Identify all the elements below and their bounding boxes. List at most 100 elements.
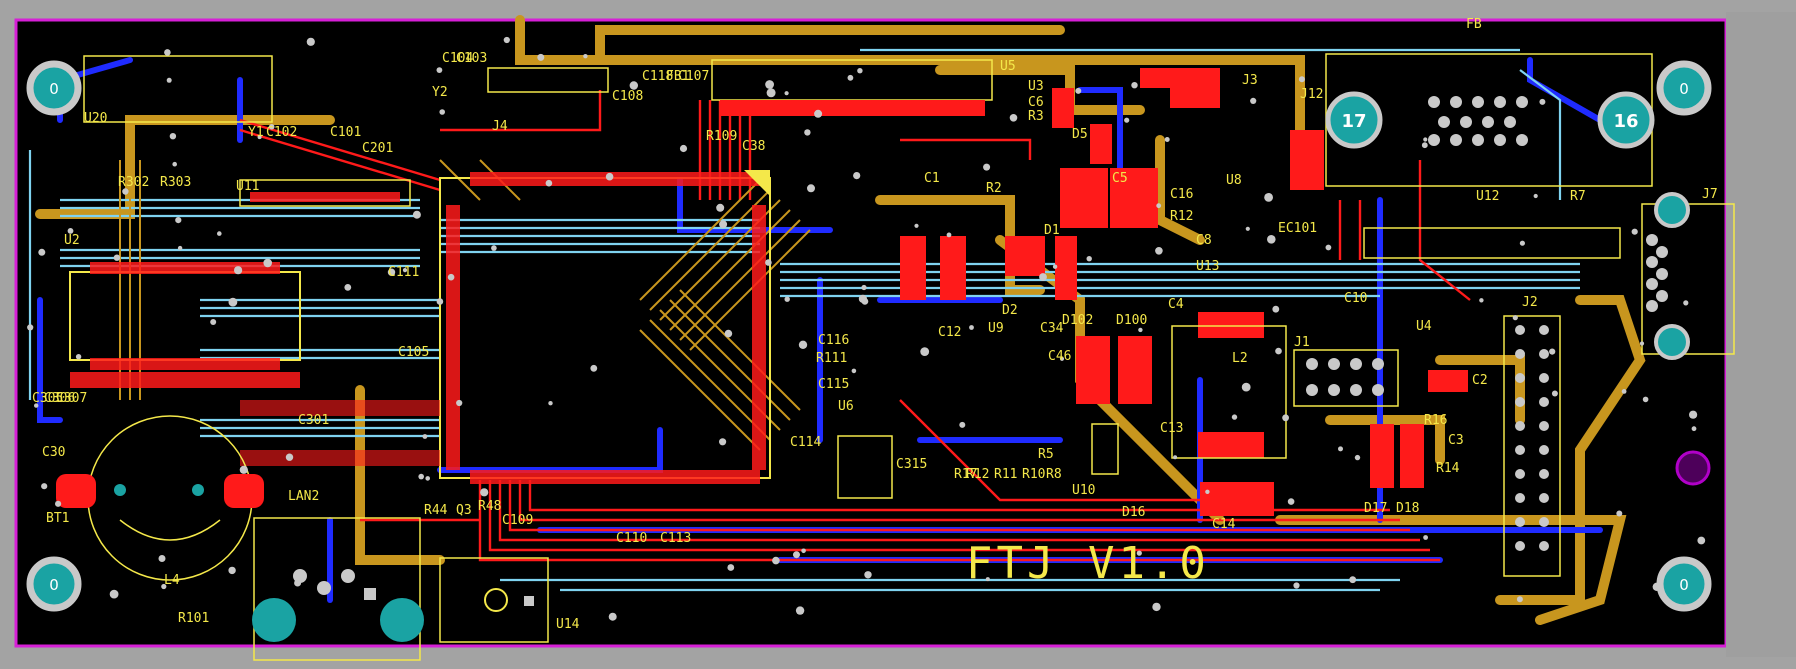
designator-u8: U8 <box>1226 173 1242 188</box>
designator-r12b: R12 <box>966 467 989 482</box>
via <box>239 465 248 474</box>
usb-jack-outline[interactable] <box>253 517 421 661</box>
via <box>545 179 553 187</box>
designator-u13: U13 <box>1196 259 1219 274</box>
u10-outline[interactable] <box>1091 423 1119 475</box>
via <box>257 135 262 140</box>
ethernet-pad-17: 17 <box>1325 91 1383 149</box>
designator-c3: C3 <box>1448 433 1464 448</box>
designator-c6: C6 <box>1028 95 1044 110</box>
designator-u3: U3 <box>1028 79 1044 94</box>
via <box>1156 203 1162 209</box>
designator-j7: J7 <box>1702 187 1718 202</box>
via <box>969 325 974 330</box>
designator-c116: C116 <box>818 333 849 348</box>
designator-c16: C16 <box>1170 187 1193 202</box>
via <box>1272 305 1280 313</box>
via <box>1136 550 1142 556</box>
via <box>801 548 806 554</box>
u20-outline[interactable] <box>83 55 273 123</box>
via <box>1264 193 1273 202</box>
via <box>1421 142 1428 149</box>
j7-mount-pad-top <box>1654 192 1690 228</box>
via <box>412 210 421 219</box>
via <box>629 81 638 90</box>
designator-j2: J2 <box>1522 295 1538 310</box>
header-pins <box>1306 96 1668 551</box>
designator-r12: R12 <box>1170 209 1193 224</box>
via <box>166 77 172 83</box>
via <box>1519 240 1525 246</box>
via <box>920 347 930 356</box>
designator-c113: C113 <box>660 531 691 546</box>
via <box>605 172 614 181</box>
designator-r7: R7 <box>1570 189 1586 204</box>
j4-outline[interactable] <box>487 67 609 93</box>
via <box>436 298 444 305</box>
u14-outline[interactable] <box>439 557 549 643</box>
designator-c1: C1 <box>924 171 940 186</box>
designator-u14: U14 <box>556 617 580 632</box>
designator-u12: U12 <box>1476 189 1499 204</box>
via <box>727 564 735 571</box>
designator-r3: R3 <box>1028 109 1044 124</box>
u12-outline[interactable] <box>1363 227 1621 259</box>
via <box>795 606 805 615</box>
via <box>537 53 545 61</box>
via <box>41 483 48 490</box>
via <box>985 577 990 582</box>
designator-j3: J3 <box>1242 73 1258 88</box>
via-field <box>27 36 1706 621</box>
via <box>1642 396 1649 403</box>
u6-outline[interactable] <box>837 435 893 499</box>
designator-y1: Y1 <box>248 125 264 140</box>
via <box>1052 264 1058 269</box>
via <box>425 476 431 481</box>
via <box>847 74 854 81</box>
via <box>853 172 861 180</box>
l2-inductor-outline[interactable] <box>1171 325 1287 459</box>
designator-u9: U9 <box>988 321 1004 336</box>
via <box>1298 76 1305 83</box>
via <box>480 488 489 497</box>
power-section-parts[interactable] <box>900 68 1468 516</box>
designator-r303: R303 <box>160 175 191 190</box>
ddr-memory-footprint[interactable] <box>69 262 301 370</box>
designator-r111: R111 <box>816 351 847 366</box>
flash-footprint[interactable] <box>70 372 440 466</box>
designator-r11: R11 <box>994 467 1017 482</box>
via <box>1075 87 1082 94</box>
via <box>402 268 408 273</box>
designator-d5: D5 <box>1072 127 1088 142</box>
designator-l2: L2 <box>1232 351 1248 366</box>
via <box>1533 193 1538 199</box>
designator-d1: D1 <box>1044 223 1060 238</box>
designator-c114: C114 <box>790 435 821 450</box>
j2-header-outline[interactable] <box>1503 315 1561 577</box>
via <box>1539 98 1546 105</box>
via <box>1652 582 1662 591</box>
via <box>766 88 776 98</box>
via <box>798 340 808 349</box>
via <box>1205 489 1210 494</box>
designator-c305: C305 <box>32 391 63 406</box>
mounting-hole-label: 0 <box>49 576 59 594</box>
via <box>1689 410 1698 419</box>
via <box>1516 596 1523 603</box>
via <box>210 319 217 325</box>
bt1-coin-cell[interactable] <box>56 415 264 581</box>
via <box>804 129 811 136</box>
designator-j12: J12 <box>1300 87 1323 102</box>
designator-c104: C104 <box>442 51 473 66</box>
j1-header-outline[interactable] <box>1293 349 1399 407</box>
connector-header-top[interactable] <box>711 59 993 116</box>
via <box>217 231 222 236</box>
via <box>946 232 952 238</box>
designator-c12: C12 <box>938 325 961 340</box>
via <box>55 500 62 507</box>
main-processor-footprint[interactable] <box>439 170 771 484</box>
via <box>439 109 446 115</box>
u11-footprint[interactable] <box>239 179 411 207</box>
